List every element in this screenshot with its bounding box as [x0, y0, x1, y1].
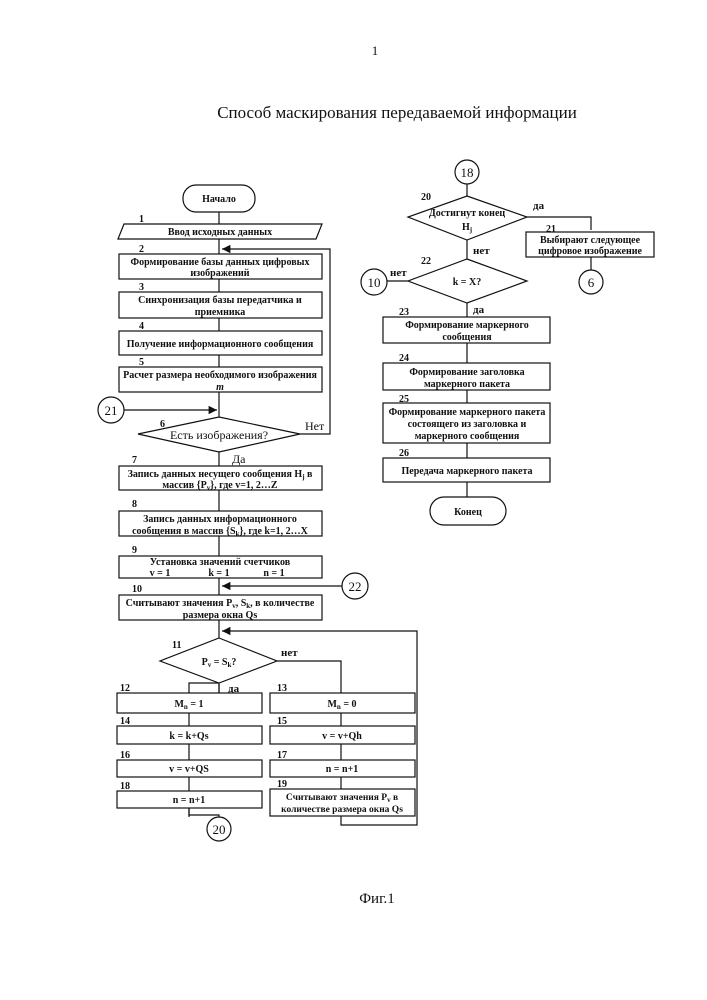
- block-text: сообщения: [442, 332, 492, 343]
- block-text: Формирование маркерного: [405, 320, 529, 331]
- block-text: маркерного пакета: [424, 379, 510, 390]
- line-to-20: [189, 808, 219, 817]
- branch-yes-11: [189, 683, 219, 693]
- step-number: 12: [120, 683, 130, 694]
- branch-yes-20: [527, 217, 591, 230]
- branch-label-no: Нет: [305, 419, 325, 433]
- block-text: Формирование базы данных цифровых: [131, 257, 310, 268]
- decision-text: Pv = Sk?: [202, 657, 237, 669]
- step-number: 10: [132, 584, 142, 595]
- counter-v: v = 1: [150, 568, 171, 579]
- step-number: 1: [139, 214, 144, 225]
- step-number: 15: [277, 716, 287, 727]
- block-text: Формирование маркерного пакета: [389, 407, 546, 418]
- counter-n: n = 1: [263, 568, 284, 579]
- branch-label-no: нет: [281, 647, 298, 659]
- step-number: 23: [399, 307, 409, 318]
- block-text: цифровое изображение: [538, 246, 642, 257]
- start-label: Начало: [202, 194, 236, 205]
- block-text: m: [216, 382, 224, 393]
- end-label: Конец: [454, 507, 482, 518]
- block-text: размера окна Qs: [183, 610, 258, 621]
- right-subbranch: 13 Mn = 0 15 v = v+Qh 17 n = n+1 19 Счит…: [270, 683, 415, 816]
- block-text: k = k+Qs: [169, 731, 208, 742]
- branch-label-yes: Да: [232, 452, 246, 466]
- step-number: 18: [120, 781, 130, 792]
- block-text: Mn = 1: [174, 699, 203, 711]
- page-title: Способ маскирования передаваемой информа…: [217, 103, 577, 122]
- block-text: n = n+1: [326, 764, 359, 775]
- block-text: сообщения в массив {Sk}, где k=1, 2…X: [132, 526, 309, 538]
- block-text: изображений: [190, 268, 249, 279]
- block-text: v = v+QS: [169, 764, 209, 775]
- connector-label: 21: [105, 403, 118, 418]
- block-text: Синхронизация базы передатчика и: [138, 295, 302, 306]
- step-number: 13: [277, 683, 287, 694]
- right-flow: 18 20 Достигнут конец Hj да нет 21 Выбир…: [361, 160, 654, 525]
- step-number: 4: [139, 321, 144, 332]
- counter-k: k = 1: [208, 568, 229, 579]
- step-number: 22: [421, 256, 431, 267]
- block-text: Получение информационного сообщения: [127, 339, 314, 350]
- decision-text: Достигнут конец: [429, 208, 506, 219]
- block-text: Mn = 0: [327, 699, 356, 711]
- figure-caption: Фиг.1: [359, 891, 395, 907]
- step-number: 11: [172, 640, 181, 651]
- connector-label: 10: [368, 275, 381, 290]
- block-text: Считывают значения Pv в: [286, 793, 398, 804]
- page-number: 1: [372, 43, 379, 58]
- block-text: приемника: [195, 307, 245, 318]
- block-text: Запись данных информационного: [143, 514, 297, 525]
- step-number: 20: [421, 192, 431, 203]
- connector-label: 18: [461, 165, 474, 180]
- block-text: количестве размера окна Qs: [281, 805, 403, 815]
- connector-label: 6: [588, 275, 595, 290]
- connector-label: 22: [349, 579, 362, 594]
- step-number: 9: [132, 545, 137, 556]
- block-text: v = v+Qh: [322, 731, 362, 742]
- left-subbranch: 12 Mn = 1 14 k = k+Qs 16 v = v+QS 18 n =…: [117, 683, 262, 841]
- step-number: 14: [120, 716, 130, 727]
- step-number: 5: [139, 357, 144, 368]
- block-text: маркерного сообщения: [415, 431, 520, 442]
- block-text: Установка значений счетчиков: [150, 557, 291, 568]
- step-number: 24: [399, 353, 409, 364]
- block-text: Формирование заголовка: [409, 367, 524, 378]
- step-number: 26: [399, 448, 409, 459]
- step-number: 8: [132, 499, 137, 510]
- branch-label-yes: да: [533, 200, 545, 212]
- block-text: Расчет размера необходимого изображения: [123, 370, 317, 381]
- branch-label-no: нет: [390, 267, 407, 279]
- block-text: состоящего из заголовка и: [408, 419, 527, 430]
- connector-label: 20: [213, 822, 226, 837]
- step-number: 2: [139, 244, 144, 255]
- block-text: Выбирают следующее: [540, 235, 641, 246]
- decision-text: k = X?: [453, 277, 481, 288]
- decision-text: Есть изображения?: [170, 428, 268, 442]
- block-text: массив {Pv}, где v=1, 2…Z: [162, 480, 278, 492]
- branch-label-no: нет: [473, 245, 490, 257]
- block-text: Передача маркерного пакета: [401, 466, 532, 477]
- step-number: 19: [277, 779, 287, 790]
- step-number: 7: [132, 455, 137, 466]
- step-number: 3: [139, 282, 144, 293]
- block-text: Ввод исходных данных: [168, 227, 272, 238]
- step-number: 17: [277, 750, 287, 761]
- step-number: 16: [120, 750, 130, 761]
- branch-label-yes: да: [473, 304, 485, 316]
- block-text: n = n+1: [173, 795, 206, 806]
- block-text: Считывают значения Pv, Sk, в количестве: [126, 598, 315, 610]
